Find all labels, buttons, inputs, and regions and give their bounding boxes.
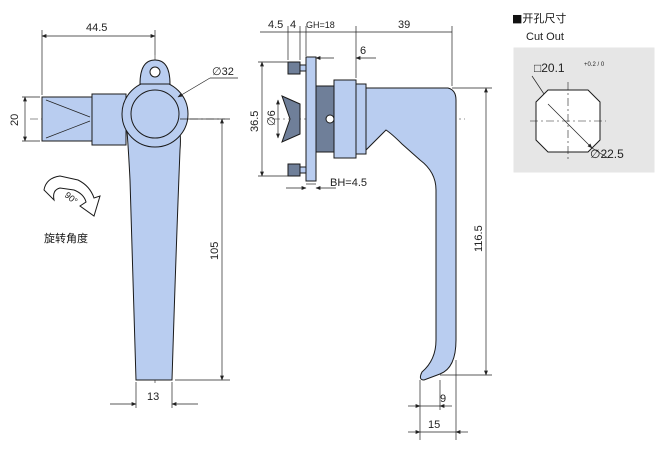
- cutout-panel: ■开孔尺寸 Cut Out □20.1 +0.2 / 0 ∅22.5: [512, 11, 655, 173]
- leader-diameter-32: [177, 77, 211, 98]
- dim-4-5: 4.5: [268, 19, 283, 31]
- leader-square: [531, 75, 545, 95]
- latch-housing: [91, 93, 127, 146]
- bottom-screw-head: [287, 163, 301, 177]
- cutout-square-size: □20.1: [534, 61, 565, 75]
- latch-hatch-2: [45, 120, 91, 139]
- handle-side-profile: [365, 87, 457, 381]
- top-screw-head: [287, 61, 301, 75]
- cam-tongue: [281, 95, 301, 143]
- mounting-plate: [305, 56, 317, 182]
- dim-diameter-32: ∅32: [212, 66, 234, 78]
- cutout-title-cn: ■开孔尺寸: [512, 11, 566, 25]
- rotation-angle: 90°: [63, 190, 80, 207]
- dim-36-5: 36.5: [249, 111, 261, 132]
- rotation-label: 旋转角度: [44, 231, 88, 245]
- dim-20: 20: [9, 114, 21, 126]
- nut-body: [333, 79, 357, 159]
- lock-core-icon: [325, 114, 335, 124]
- dim-4: 4: [290, 19, 296, 31]
- leader-diameter-22-5-tail: [591, 147, 609, 159]
- side-view: 4.5 4 GH=18 39 6 36.5 ∅6 BH=4.5 116.5: [249, 19, 492, 440]
- handle-lever: [125, 117, 181, 381]
- cutout-diameter: ∅22.5: [590, 147, 624, 161]
- dim-6: 6: [360, 45, 366, 57]
- dim-gh-18: GH=18: [306, 20, 335, 30]
- dim-bh-4-5: BH=4.5: [330, 177, 367, 189]
- leader-diameter-22-5: [547, 103, 593, 149]
- handle-inner-ring: [130, 89, 180, 139]
- dim-105: 105: [209, 242, 221, 260]
- dim-116-5: 116.5: [473, 225, 485, 252]
- dim-15: 15: [428, 419, 440, 431]
- dim-44-5: 44.5: [86, 22, 107, 34]
- collar: [355, 83, 367, 155]
- dim-phi6: ∅6: [266, 110, 278, 126]
- cutout-tolerance: +0.2 / 0: [584, 62, 605, 68]
- dim-13: 13: [147, 391, 159, 403]
- dim-9: 9: [440, 393, 446, 405]
- rotation-arrow-icon: [43, 175, 101, 217]
- padlock-hole: [149, 66, 161, 78]
- cutout-title-en: Cut Out: [526, 31, 564, 43]
- front-view: 44.5 ∅32 20 105 13 90° 旋转角度: [9, 22, 238, 408]
- dim-39: 39: [398, 19, 410, 31]
- latch-hatch-1: [45, 99, 91, 118]
